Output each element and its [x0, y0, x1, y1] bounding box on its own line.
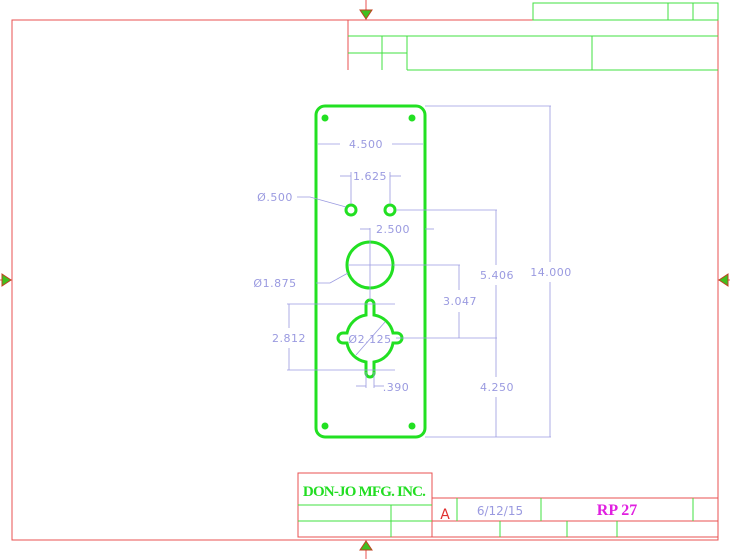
mounting-hole	[321, 114, 329, 122]
sheet-border	[11, 19, 719, 541]
small-hole-right	[383, 203, 397, 217]
mounting-hole	[408, 422, 416, 430]
dim-hole-center-spacing: 3.047	[443, 295, 477, 308]
dim-bottom-to-center: 4.250	[480, 381, 514, 394]
right-center-marker	[718, 273, 730, 287]
dim-notch-width: .390	[383, 381, 410, 394]
dim-large-hole-dia: Ø1.875	[253, 277, 296, 290]
left-center-marker	[0, 273, 12, 287]
dim-hole-spacing: 1.625	[353, 170, 387, 183]
drawing-date: 6/12/15	[477, 504, 523, 518]
mounting-hole	[321, 422, 329, 430]
part-number: RP 27	[597, 502, 637, 519]
top-revision-block	[347, 2, 719, 71]
top-center-marker	[359, 0, 373, 20]
small-hole-left	[344, 203, 358, 217]
title-block	[297, 472, 718, 538]
dim-small-hole-dia: Ø.500	[257, 191, 293, 204]
revision-letter: A	[440, 507, 450, 523]
company-name: DON-JO MFG. INC.	[303, 484, 426, 500]
dim-overall-height: 14.000	[530, 266, 572, 279]
bottom-center-marker	[359, 540, 373, 559]
dim-width: 4.500	[349, 138, 383, 151]
mounting-hole	[408, 114, 416, 122]
dim-cylinder-height: 2.812	[272, 332, 306, 345]
dim-cylinder-dia: Ø2.125	[348, 333, 391, 346]
cylinder-cutout	[336, 298, 404, 379]
dim-top-hole-to-center: 5.406	[480, 269, 514, 282]
dimension-lines	[287, 105, 551, 438]
plate-outline	[314, 104, 427, 439]
dim-edge-offset: 2.500	[376, 223, 410, 236]
